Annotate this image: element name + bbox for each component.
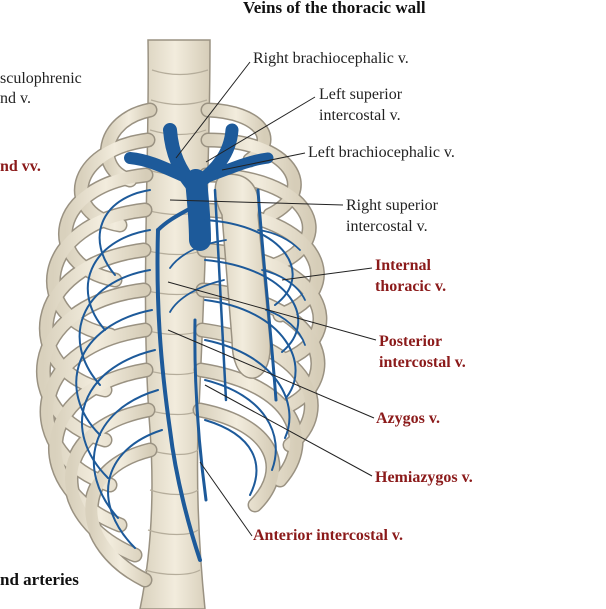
leader-lines [167,61,377,537]
label-right-superior-intercostal-vein-line2: intercostal v. [346,218,428,235]
ribs-left [36,102,158,588]
superior-vena-cava [185,169,211,251]
label-posterior-intercostal-vein-line2: intercostal v. [379,354,466,371]
label-hemiazygos-vein: Hemiazygos v. [375,469,473,486]
label-internal-thoracic-vein-line1: Internal [375,257,431,274]
label-right-brachiocephalic-vein: Right brachiocephalic v. [253,50,409,67]
internal-thoracic-vein [256,188,278,402]
musculophrenic-label-fragment: sculophrenic [0,70,82,87]
azygos-vein [155,228,202,562]
label-left-superior-intercostal-vein-line1: Left superior [319,86,403,103]
label-right-superior-intercostal-vein-line1: Right superior [346,197,438,214]
musculophrenic-label-fragment-2: nd v. [0,90,31,107]
label-internal-thoracic-vein-line2: thoracic v. [375,278,447,295]
label-azygos-vein: Azygos v. [376,410,440,427]
left-veins-label-fragment: nd vv. [0,158,41,175]
label-posterior-intercostal-vein-line1: Posterior [379,333,443,350]
label-left-brachiocephalic-vein: Left brachiocephalic v. [308,144,455,161]
label-anterior-intercostal-vein: Anterior intercostal v. [253,527,404,544]
arteries-heading-fragment: nd arteries [0,570,79,589]
veins [75,123,306,562]
figure-title: Veins of the thoracic wall [243,0,426,17]
label-left-superior-intercostal-vein-line2: intercostal v. [319,107,401,124]
